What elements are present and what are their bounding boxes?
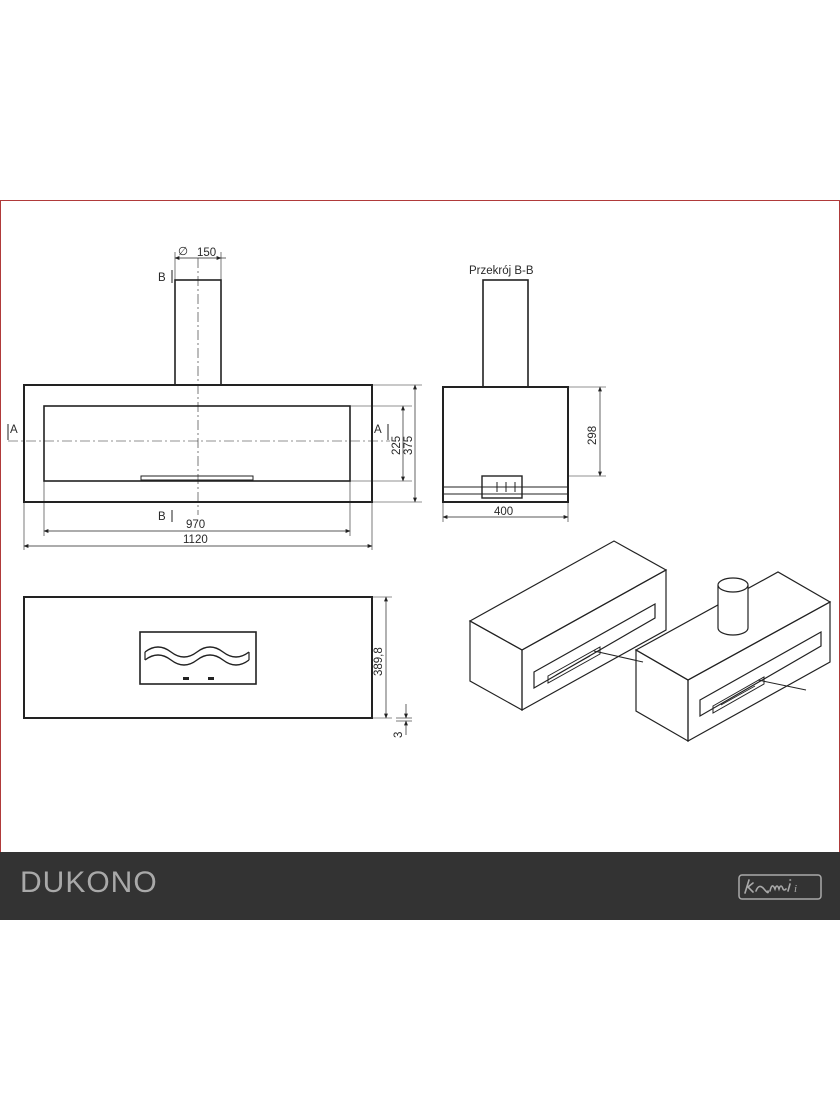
iso2-left-face bbox=[635, 648, 689, 743]
top-view bbox=[23, 596, 412, 735]
front-view bbox=[7, 252, 422, 550]
diameter-symbol: ∅ bbox=[178, 246, 188, 258]
top-view-labels: 389,8 3 bbox=[373, 647, 405, 738]
section-marker-top: B bbox=[158, 272, 166, 284]
total-height-label: 375 bbox=[403, 436, 415, 455]
iso1-burner bbox=[547, 646, 601, 684]
burner-slot-right bbox=[208, 677, 214, 680]
top-offset-label: 3 bbox=[393, 732, 405, 738]
top-outer-frame bbox=[23, 596, 373, 719]
section-chimney bbox=[482, 279, 529, 388]
section-view bbox=[442, 279, 606, 522]
iso1-top-face bbox=[468, 540, 668, 651]
total-width-label: 1120 bbox=[183, 534, 208, 546]
isometric-view-with-chimney bbox=[634, 571, 832, 743]
section-view-labels: Przekrój B-B 298 400 bbox=[469, 265, 599, 518]
iso2-opening bbox=[699, 630, 822, 718]
burner-slot-left bbox=[183, 677, 189, 680]
product-title: DUKONO bbox=[20, 866, 158, 899]
iso2-front-face bbox=[687, 600, 831, 743]
isometric-view-without-chimney bbox=[468, 540, 668, 712]
burner-plate bbox=[140, 475, 254, 481]
inner-height-label: 225 bbox=[391, 436, 403, 455]
drawing-sheet bbox=[0, 200, 840, 920]
section-burner bbox=[481, 475, 523, 499]
wave-pattern-upper bbox=[144, 646, 250, 658]
wave-pattern-lower bbox=[144, 654, 250, 666]
section-height-label: 298 bbox=[587, 426, 599, 445]
front-view-labels: ∅ 150 B B A A 970 1120 225 375 bbox=[10, 246, 415, 546]
front-opening bbox=[43, 405, 351, 482]
side-marker-left: A bbox=[10, 424, 18, 436]
footer-bar: DUKONO i bbox=[0, 852, 840, 920]
top-burner-box bbox=[139, 631, 257, 685]
iso2-burner bbox=[712, 676, 765, 714]
section-title: Przekrój B-B bbox=[469, 265, 534, 277]
top-depth-label: 389,8 bbox=[373, 647, 385, 676]
section-marker-bottom: B bbox=[158, 511, 166, 523]
iso2-chimney bbox=[717, 585, 749, 636]
section-depth-label: 400 bbox=[494, 506, 513, 518]
inner-width-label: 970 bbox=[186, 519, 205, 531]
chimney-diameter-label: 150 bbox=[197, 247, 216, 259]
side-marker-right: A bbox=[374, 424, 382, 436]
kami-logo: i bbox=[738, 874, 822, 900]
iso1-front-face bbox=[521, 568, 667, 712]
svg-text:i: i bbox=[794, 883, 797, 895]
iso1-left-face bbox=[469, 619, 523, 712]
iso2-chimney-top bbox=[717, 577, 749, 593]
iso1-opening bbox=[533, 602, 656, 690]
